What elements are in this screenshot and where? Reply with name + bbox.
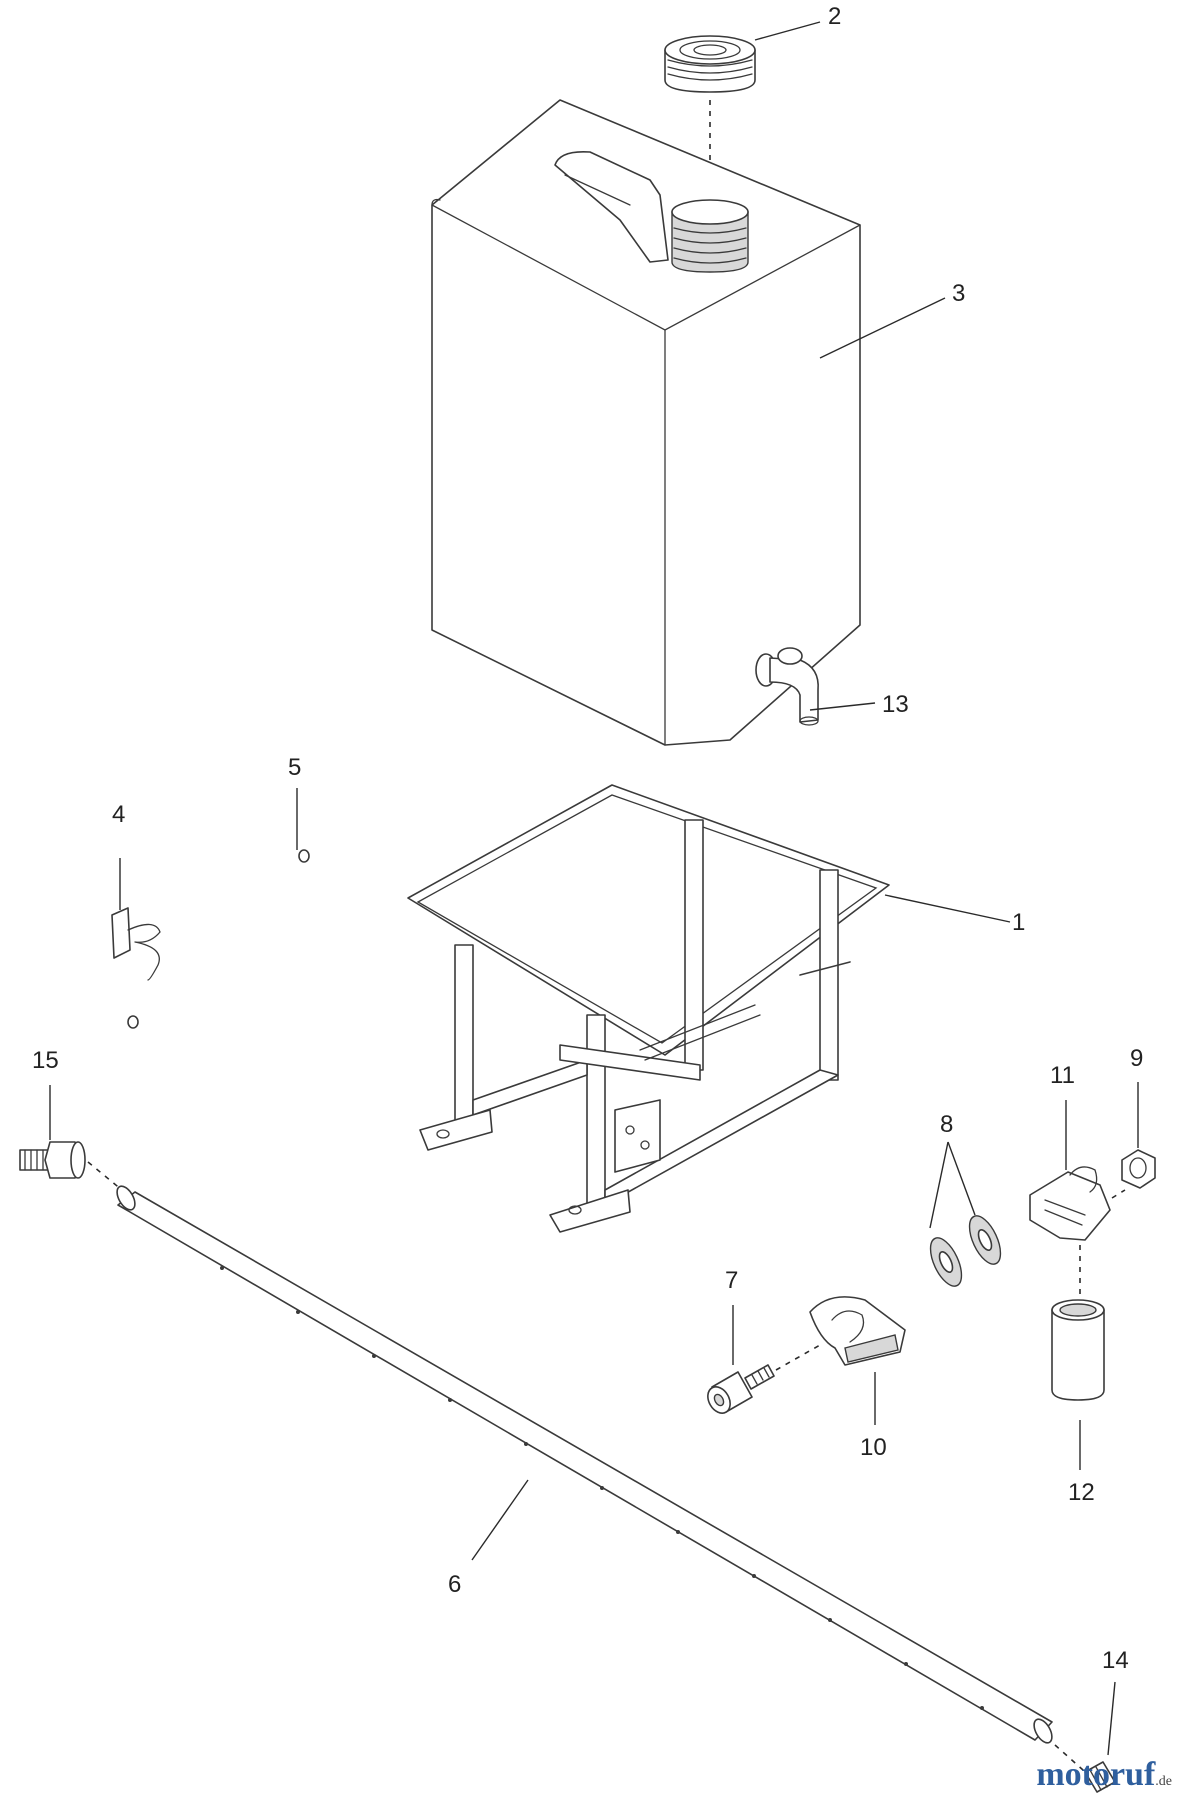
part-6-spray-bar: [116, 1185, 1053, 1744]
callout-8: 8: [940, 1111, 953, 1138]
assembly-line-bolt: [87, 1161, 129, 1196]
part-13-tap: [755, 647, 819, 726]
part-5-hose: [127, 849, 310, 1029]
callout-1: 1: [1012, 909, 1025, 936]
part-7-screw: [707, 1364, 775, 1414]
callout-3: 3: [952, 280, 965, 307]
callout-13: 13: [882, 691, 909, 718]
assembly-line-clamp: [1111, 1189, 1126, 1199]
callout-14: 14: [1102, 1647, 1129, 1674]
callout-7: 7: [725, 1267, 738, 1294]
part-15-bolt: [19, 1141, 86, 1179]
part-1-frame: [407, 784, 890, 1233]
part-12-sleeve: [1051, 1299, 1105, 1401]
callout-9: 9: [1130, 1045, 1143, 1072]
part-9-nut: [1121, 1149, 1156, 1189]
part-4-clip: [111, 907, 161, 981]
callout-6: 6: [448, 1571, 461, 1598]
part-14-end-plug: [1084, 1761, 1116, 1793]
watermark-logo: motoruf.de: [1036, 1756, 1172, 1794]
callout-10: 10: [860, 1434, 887, 1461]
callout-4: 4: [112, 801, 125, 828]
watermark-text: motoruf: [1036, 1756, 1156, 1793]
callout-12: 12: [1068, 1479, 1095, 1506]
callout-11: 11: [1050, 1062, 1075, 1089]
watermark-suffix: .de: [1155, 1774, 1172, 1789]
part-11-clamp: [1029, 1166, 1111, 1241]
part-2-cap: [664, 35, 756, 93]
callout-2: 2: [828, 3, 841, 30]
part-3-tank: [431, 99, 861, 746]
leader-lines: [49, 21, 1139, 1756]
assembly-line-screw: [775, 1344, 821, 1371]
callout-5: 5: [288, 754, 301, 781]
part-10-clamp: [809, 1296, 906, 1366]
part-8-washers: [929, 1215, 1002, 1287]
callout-15: 15: [32, 1047, 59, 1074]
